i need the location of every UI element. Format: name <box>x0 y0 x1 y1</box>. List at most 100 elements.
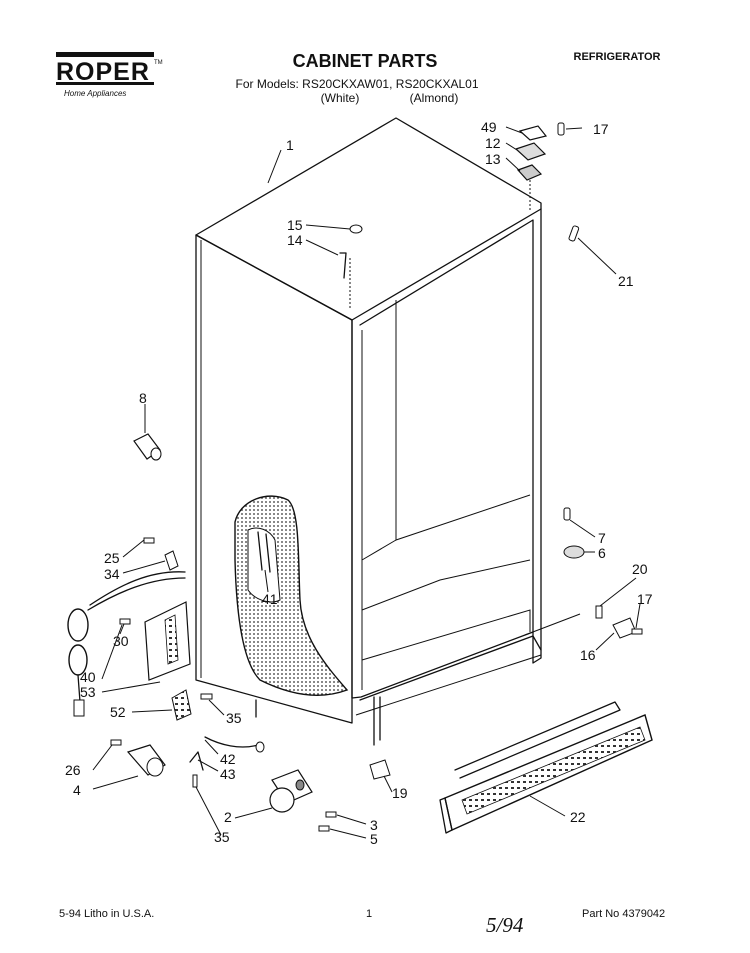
hinge-screw-part <box>557 122 565 136</box>
toe-grille-part-22 <box>439 701 653 834</box>
callout-40: 40 <box>80 669 96 685</box>
bracket-part-6 <box>563 545 585 559</box>
bracket-part-52 <box>171 689 192 721</box>
callout-53: 53 <box>80 684 96 700</box>
plug-part-15 <box>349 224 363 234</box>
interior-back-edge <box>395 300 531 541</box>
footer-litho: Litho in U.S.A. <box>84 908 154 920</box>
callout-labels: 1 49 17 12 13 15 14 21 8 7 6 25 34 41 20… <box>65 119 653 847</box>
callout-12: 12 <box>485 135 501 151</box>
cord-clip-part-8 <box>133 433 162 461</box>
screw-part-14 <box>339 252 347 279</box>
models-line: For Models: RS20CKXAW01, RS20CKXAL01 <box>236 77 479 91</box>
callout-8: 8 <box>139 390 147 406</box>
hinge-plate-part <box>514 142 547 161</box>
callout-6: 6 <box>598 545 606 561</box>
pin-part-21 <box>568 225 580 242</box>
cord-end <box>77 674 81 703</box>
callout-14: 14 <box>287 232 303 248</box>
interior-divider <box>361 539 531 611</box>
hinge-cover-part <box>518 125 548 141</box>
callout-34: 34 <box>104 566 120 582</box>
cord-part <box>89 571 186 606</box>
cabinet-side-panel <box>195 234 353 724</box>
callout-41: 41 <box>262 591 278 607</box>
clamp-part-34 <box>164 550 179 571</box>
interior-floor <box>361 609 531 661</box>
callout-21: 21 <box>618 273 634 289</box>
callout-25: 25 <box>104 550 120 566</box>
hinge-shim-part <box>516 164 543 181</box>
drain-pan-rod-part <box>204 736 263 749</box>
drain-tube-part <box>257 531 271 573</box>
callout-19: 19 <box>392 785 408 801</box>
front-flange <box>359 219 534 633</box>
cabinet-top-edge <box>195 208 542 321</box>
screw-part-3 <box>325 811 337 818</box>
cord-coil <box>67 608 89 642</box>
color-white-label: (White) <box>321 91 360 105</box>
callout-2: 2 <box>224 809 232 825</box>
callout-15: 15 <box>287 217 303 233</box>
logo-bottom-bar <box>56 82 154 85</box>
bottom-front-rail <box>359 635 542 701</box>
callout-35-low: 35 <box>214 829 230 845</box>
screw-part-25 <box>143 537 155 544</box>
cord-part-inner <box>87 577 186 611</box>
callout-43: 43 <box>220 766 236 782</box>
rod-end <box>255 741 265 753</box>
brand-tagline: Home Appliances <box>64 89 126 98</box>
cutaway-inner <box>247 527 281 603</box>
screw-part-35-low <box>192 774 198 788</box>
callout-26: 26 <box>65 762 81 778</box>
cord-plug <box>73 699 85 717</box>
brand-name: ROPER <box>56 58 150 86</box>
footer-page-number: 1 <box>366 908 372 920</box>
leader-lines <box>92 126 641 839</box>
grille-back-lip <box>454 701 621 779</box>
leveler-part-2 <box>269 769 313 813</box>
screw-part-5 <box>318 825 330 832</box>
callout-17-top: 17 <box>593 121 609 137</box>
roller-part-4 <box>126 744 166 777</box>
callout-7: 7 <box>598 530 606 546</box>
cabinet-drawing <box>195 117 542 746</box>
page-title: CABINET PARTS <box>293 51 438 71</box>
screw-part-35 <box>200 693 213 700</box>
roper-logo: ROPER TM Home Appliances <box>56 52 163 98</box>
brand-tm: TM <box>154 60 163 66</box>
logo-top-bar <box>56 52 154 57</box>
callout-17-mid: 17 <box>637 591 653 607</box>
callout-20: 20 <box>632 561 648 577</box>
screw-part-17-low <box>631 628 643 635</box>
callout-52: 52 <box>110 704 126 720</box>
callout-4: 4 <box>73 782 81 798</box>
bracket-part-16 <box>612 617 637 639</box>
callout-42: 42 <box>220 751 236 767</box>
insulation-cutaway <box>234 495 349 696</box>
category-label: REFRIGERATOR <box>574 51 661 63</box>
power-cord-parts <box>67 571 186 717</box>
bottom-rail-edge <box>355 654 542 716</box>
handwritten-annotation: 5/94 <box>486 913 524 937</box>
foot-part-19 <box>369 759 391 780</box>
callout-3: 3 <box>370 817 378 833</box>
hinge-top-parts <box>514 122 565 210</box>
callout-16: 16 <box>580 647 596 663</box>
screw-part-7 <box>563 507 571 521</box>
footer-date: 5-94 <box>59 908 81 920</box>
spacer-part-20 <box>595 605 603 619</box>
callout-5: 5 <box>370 831 378 847</box>
callout-22: 22 <box>570 809 586 825</box>
color-almond-label: (Almond) <box>410 91 459 105</box>
callout-13: 13 <box>485 151 501 167</box>
screw-part-26 <box>110 739 122 746</box>
screw-part-40 <box>119 618 131 625</box>
callout-30: 30 <box>113 633 129 649</box>
callout-1: 1 <box>286 137 294 153</box>
footer-part-number: Part No 4379042 <box>582 908 665 920</box>
callout-35: 35 <box>226 710 242 726</box>
callout-49: 49 <box>481 119 497 135</box>
cabinet-leg-front <box>373 696 381 746</box>
